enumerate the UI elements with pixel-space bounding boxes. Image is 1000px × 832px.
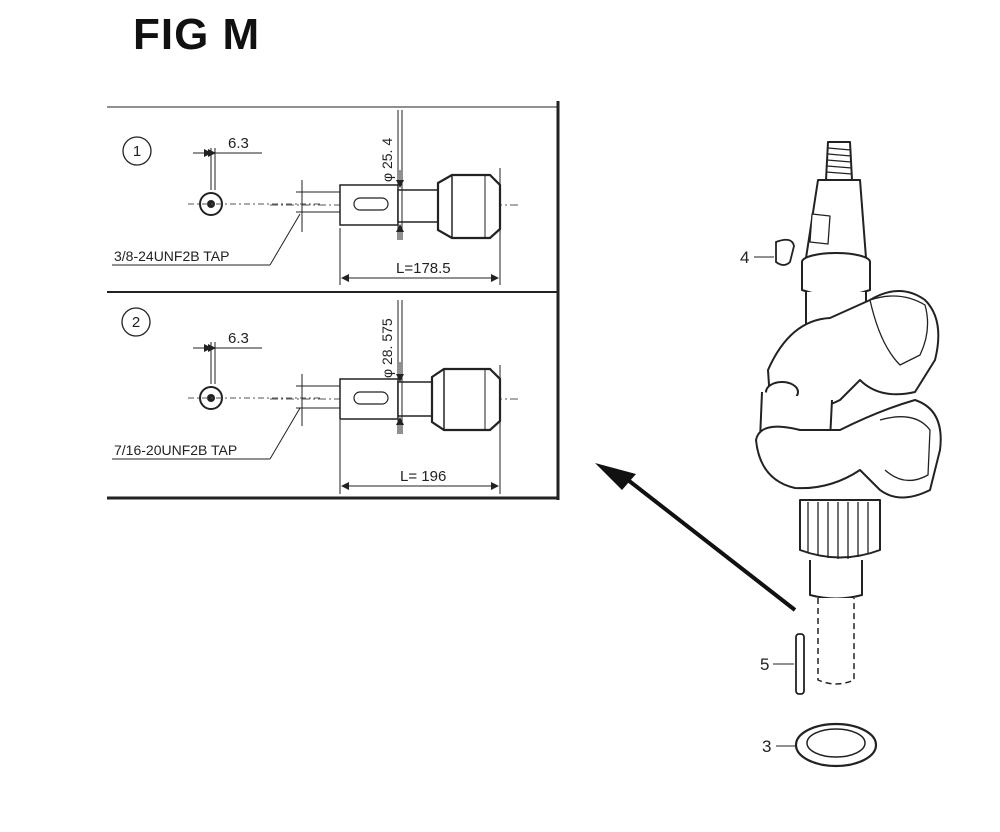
part-5-callout: 5 (760, 655, 769, 674)
variant-2-length-label: L= 196 (400, 468, 446, 485)
part-5-pin (773, 633, 805, 695)
inset-frame (107, 101, 560, 500)
crankshaft-illustration (755, 141, 942, 685)
part-4-callout: 4 (740, 248, 749, 267)
variant-1-index-badge: 1 (122, 136, 152, 166)
variant-1-end-view (188, 148, 320, 216)
variant-1-offset-label: 6.3 (228, 135, 249, 152)
variant-1-shaft-side-view (112, 110, 520, 285)
part-3-washer (776, 722, 878, 768)
pointer-arrow (595, 463, 797, 612)
variant-2-index-badge: 2 (121, 307, 151, 337)
part-4-key (754, 238, 795, 266)
variant-1-diameter-label: φ 25. 4 (379, 138, 395, 182)
variant-1-tap-label: 3/8-24UNF2B TAP (114, 248, 229, 264)
part-3-callout: 3 (762, 737, 771, 756)
variant-2-shaft-side-view (112, 300, 520, 494)
variant-2-end-view (188, 342, 320, 410)
figure-title: FIG M (133, 10, 261, 59)
svg-text:1: 1 (133, 143, 141, 160)
variant-1-panel: 1 6.3 (112, 110, 520, 285)
variant-2-tap-label: 7/16-20UNF2B TAP (114, 442, 237, 458)
variant-2-diameter-label: φ 28. 575 (379, 318, 395, 378)
variant-1-length-label: L=178.5 (396, 260, 451, 277)
variant-2-offset-label: 6.3 (228, 330, 249, 347)
svg-text:2: 2 (132, 314, 140, 331)
variant-2-panel: 2 6.3 (112, 300, 520, 494)
